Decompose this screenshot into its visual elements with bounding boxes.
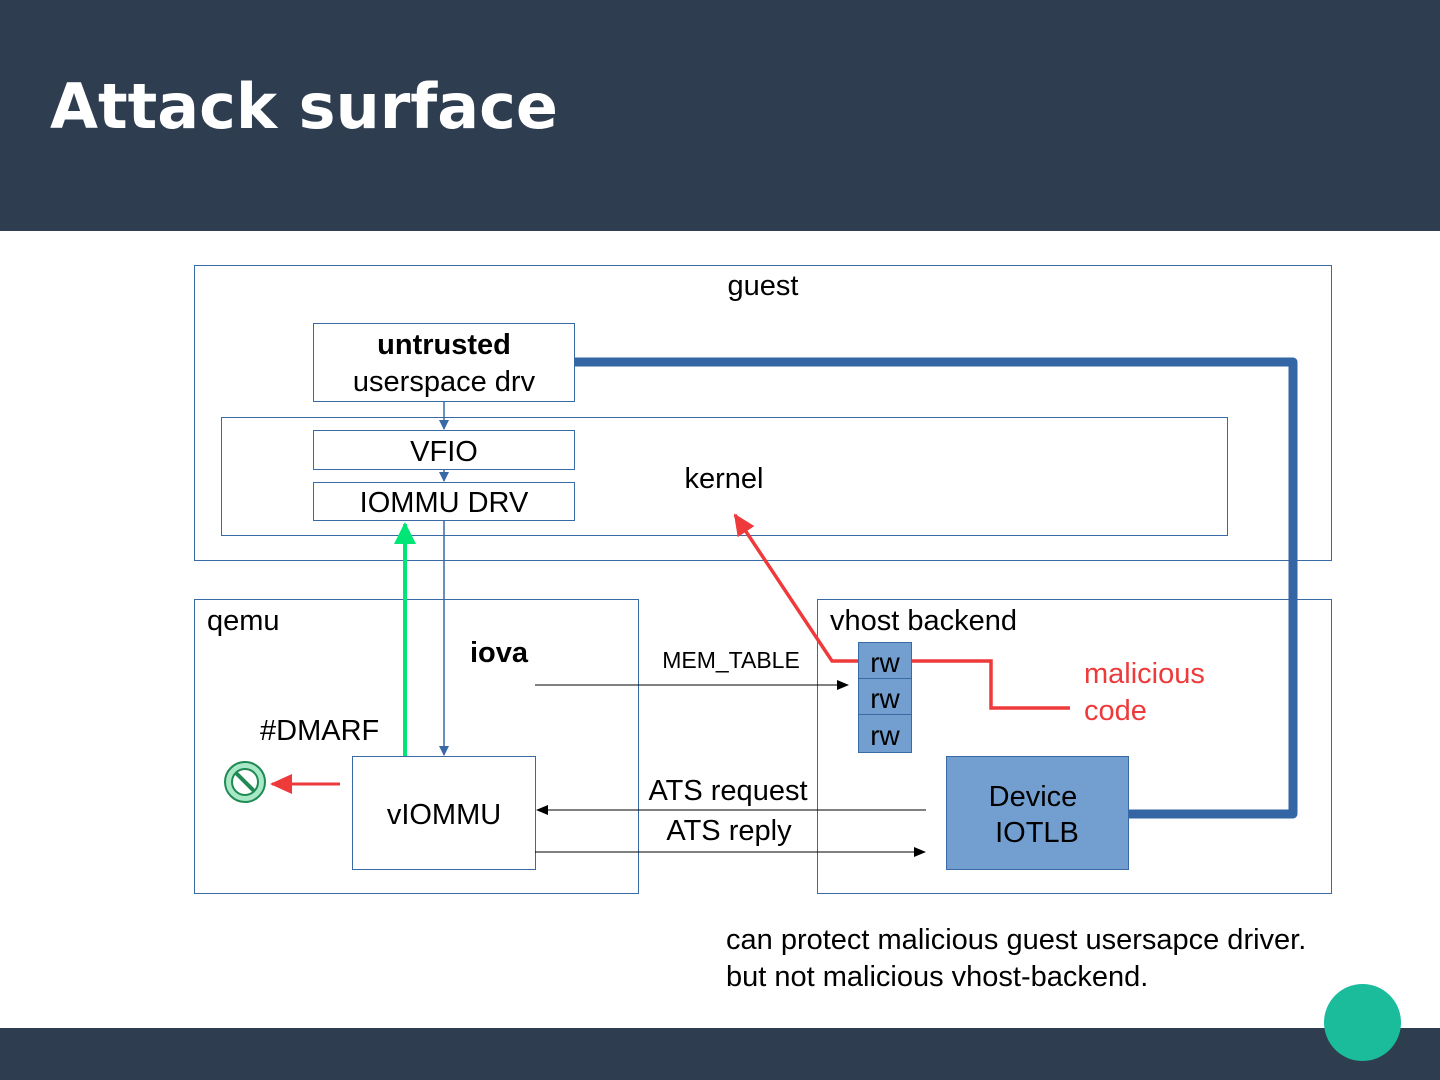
malicious-link-line <box>912 659 1070 710</box>
iommu-drv-box <box>313 482 575 521</box>
malicious-attack-arrow <box>733 513 858 663</box>
rw-cell-1: rw <box>870 647 900 678</box>
viommu-box <box>352 756 536 870</box>
userspace-drv-label: userspace drv <box>353 366 536 398</box>
accent-circle <box>1324 984 1401 1061</box>
ats-request-label: ATS request <box>648 775 807 807</box>
kernel-label: kernel <box>685 463 764 495</box>
kernel-box <box>221 417 1228 536</box>
dmarf-label: #DMARF <box>260 715 379 747</box>
qemu-label: qemu <box>207 605 280 637</box>
iova-label: iova <box>470 637 529 669</box>
note-line-1: can protect malicious guest usersapce dr… <box>726 924 1307 956</box>
slide-note: can protect malicious guest usersapce dr… <box>726 922 1306 996</box>
device-label: Device <box>989 781 1078 813</box>
userspace-drv-box <box>313 323 575 402</box>
vhost-backend-label: vhost backend <box>830 605 1017 637</box>
viommu-label: vIOMMU <box>387 799 501 831</box>
qemu-box <box>194 599 639 894</box>
mem-table-cells <box>858 642 912 753</box>
guest-label: guest <box>728 270 799 302</box>
untrusted-label: untrusted <box>377 329 511 361</box>
slide-title: Attack surface <box>50 70 558 143</box>
iotlb-label: IOTLB <box>995 817 1079 849</box>
iommu-drv-label: IOMMU DRV <box>360 487 529 519</box>
mem-table-label: MEM_TABLE <box>662 647 800 673</box>
direct-access-path <box>575 357 1298 819</box>
footer-bar <box>0 1028 1440 1080</box>
rw-cell-3: rw <box>870 720 900 751</box>
vhost-backend-box <box>817 599 1332 894</box>
vfio-box <box>313 430 575 470</box>
ats-reply-label: ATS reply <box>666 815 792 847</box>
no-entry-icon <box>224 761 266 803</box>
malicious-label-line1: malicious <box>1084 658 1205 690</box>
vfio-label: VFIO <box>410 436 478 468</box>
guest-box <box>194 265 1332 561</box>
note-line-2: but not malicious vhost-backend. <box>726 961 1149 993</box>
rw-cell-2: rw <box>870 683 900 714</box>
malicious-label-line2: code <box>1084 695 1147 727</box>
header-bar: Attack surface <box>0 0 1440 231</box>
device-iotlb-box <box>946 756 1129 870</box>
